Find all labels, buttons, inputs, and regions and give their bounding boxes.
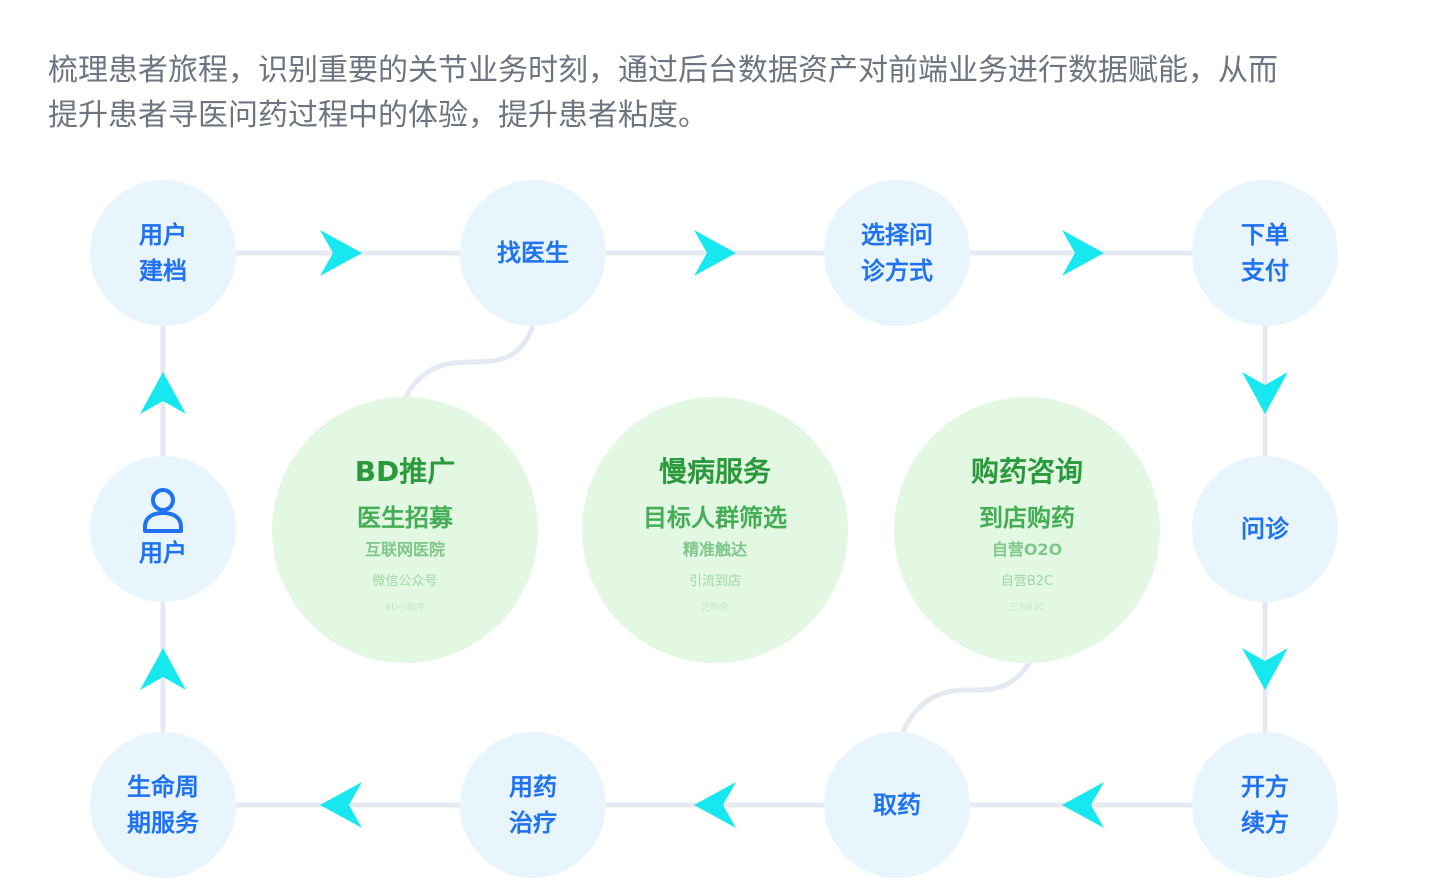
service-item: 引流到店 (688, 573, 741, 589)
service-item: 微信公众号 (372, 573, 438, 589)
node-label: 问诊 (1241, 515, 1289, 543)
service-pharmacy-consult: 购药咨询 到店购药 自营O2O 自营B2C 三方B2C (894, 397, 1160, 663)
service-title: BD推广 (354, 454, 456, 488)
node-user: 用户 (90, 456, 236, 602)
service-item: 定制化 (701, 602, 729, 613)
arrow-left-icon (1062, 782, 1104, 828)
service-item: BD小程序 (384, 602, 426, 613)
node-consult: 问诊 (1192, 456, 1338, 602)
node-find-doctor: 找医生 (460, 180, 606, 326)
intro-line-1: 梳理患者旅程，识别重要的关节业务时刻，通过后台数据资产对前端业务进行数据赋能，从… (48, 53, 1278, 88)
node-get-medicine: 取药 (824, 732, 970, 878)
intro-line-2: 提升患者寻医问药过程中的体验，提升患者粘度。 (48, 98, 708, 133)
service-subtitle: 医生招募 (357, 503, 453, 532)
service-item: 自营O2O (991, 539, 1063, 559)
node-label: 开方 (1241, 773, 1289, 801)
node-label: 生命周 (127, 773, 199, 801)
service-title: 购药咨询 (970, 454, 1083, 488)
service-subtitle: 到店购药 (979, 503, 1075, 532)
node-label: 用药 (509, 773, 557, 801)
node-prescription: 开方 续方 (1192, 732, 1338, 878)
node-label: 用户 (139, 539, 187, 567)
arrow-down-icon (1242, 648, 1288, 690)
node-label: 续方 (1241, 809, 1289, 837)
arrow-right-icon (1062, 230, 1104, 276)
node-medication: 用药 治疗 (460, 732, 606, 878)
service-bd-promotion: BD推广 医生招募 互联网医院 微信公众号 BD小程序 (272, 397, 538, 663)
service-item: 互联网医院 (364, 539, 445, 559)
arrow-up-icon (140, 648, 186, 690)
arrow-up-icon (140, 372, 186, 414)
node-choose-consult-mode: 选择问 诊方式 (824, 180, 970, 326)
node-label: 选择问 (861, 221, 933, 249)
node-label: 建档 (139, 257, 187, 285)
node-label: 支付 (1241, 257, 1289, 285)
node-order-pay: 下单 支付 (1192, 180, 1338, 326)
service-subtitle: 目标人群筛选 (643, 503, 787, 532)
arrow-down-icon (1242, 372, 1288, 414)
node-user-register: 用户 建档 (90, 180, 236, 326)
arrow-right-icon (320, 230, 362, 276)
arrow-left-icon (320, 782, 362, 828)
intro-text: 梳理患者旅程，识别重要的关节业务时刻，通过后台数据资产对前端业务进行数据赋能，从… (48, 48, 1388, 138)
service-item: 自营B2C (1000, 573, 1054, 589)
user-icon (143, 488, 183, 533)
node-label: 治疗 (509, 809, 557, 837)
node-label: 取药 (873, 791, 921, 819)
node-label: 诊方式 (861, 257, 933, 285)
service-item: 精准触达 (682, 539, 747, 559)
node-lifecycle-service: 生命周 期服务 (90, 732, 236, 878)
service-chronic-disease: 慢病服务 目标人群筛选 精准触达 引流到店 定制化 (582, 397, 848, 663)
service-title: 慢病服务 (658, 454, 771, 488)
node-label: 找医生 (497, 239, 569, 267)
service-item: 三方B2C (1008, 602, 1046, 613)
arrow-right-icon (694, 230, 736, 276)
link-curve-find-doctor-bd (402, 325, 536, 400)
link-curve-pharmacy-get-medicine (900, 660, 1033, 734)
node-label: 期服务 (127, 809, 199, 837)
node-label: 下单 (1241, 221, 1289, 249)
arrow-left-icon (694, 782, 736, 828)
node-label: 用户 (139, 221, 187, 249)
